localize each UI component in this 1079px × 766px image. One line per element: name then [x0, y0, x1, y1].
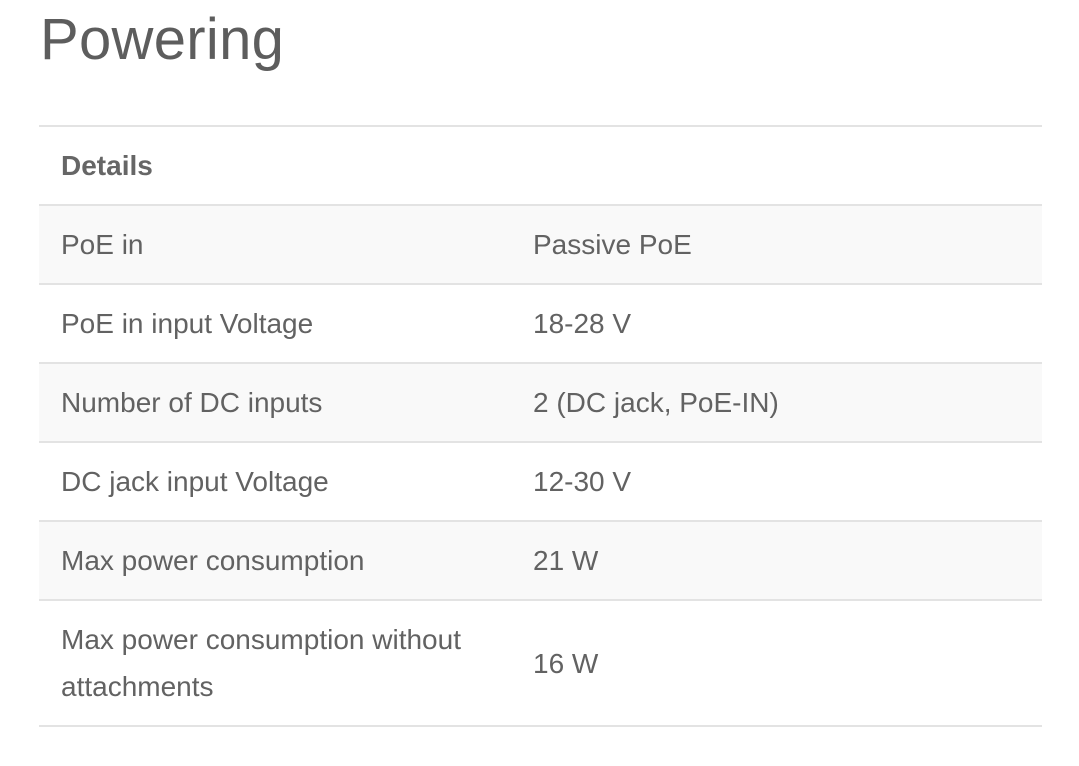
spec-label: Max power consumption — [39, 520, 511, 600]
table-row: DC jack input Voltage 12-30 V — [39, 441, 1043, 521]
table-row: Number of DC inputs 2 (DC jack, PoE-IN) — [39, 362, 1043, 442]
spec-value: 16 W — [511, 599, 1043, 727]
spec-value: 12-30 V — [511, 441, 1043, 521]
specifications-table: Details PoE in Passive PoE PoE in input … — [39, 125, 1043, 727]
spec-value: 2 (DC jack, PoE-IN) — [511, 362, 1043, 442]
table-row: PoE in input Voltage 18-28 V — [39, 283, 1043, 363]
table-row: PoE in Passive PoE — [39, 204, 1043, 284]
spec-value: 18-28 V — [511, 283, 1043, 363]
table-header-row: Details — [39, 125, 1043, 205]
section-title: Powering — [40, 7, 285, 72]
spec-label: DC jack input Voltage — [39, 441, 511, 521]
table-row: Max power consumption without attachment… — [39, 599, 1043, 727]
spec-label: Max power consumption without attachment… — [39, 599, 511, 727]
spec-label: PoE in — [39, 204, 511, 284]
spec-label: PoE in input Voltage — [39, 283, 511, 363]
spec-value: 21 W — [511, 520, 1043, 600]
spec-value: Passive PoE — [511, 204, 1043, 284]
spec-label: Number of DC inputs — [39, 362, 511, 442]
table-header-details: Details — [39, 125, 1043, 205]
table-row: Max power consumption 21 W — [39, 520, 1043, 600]
